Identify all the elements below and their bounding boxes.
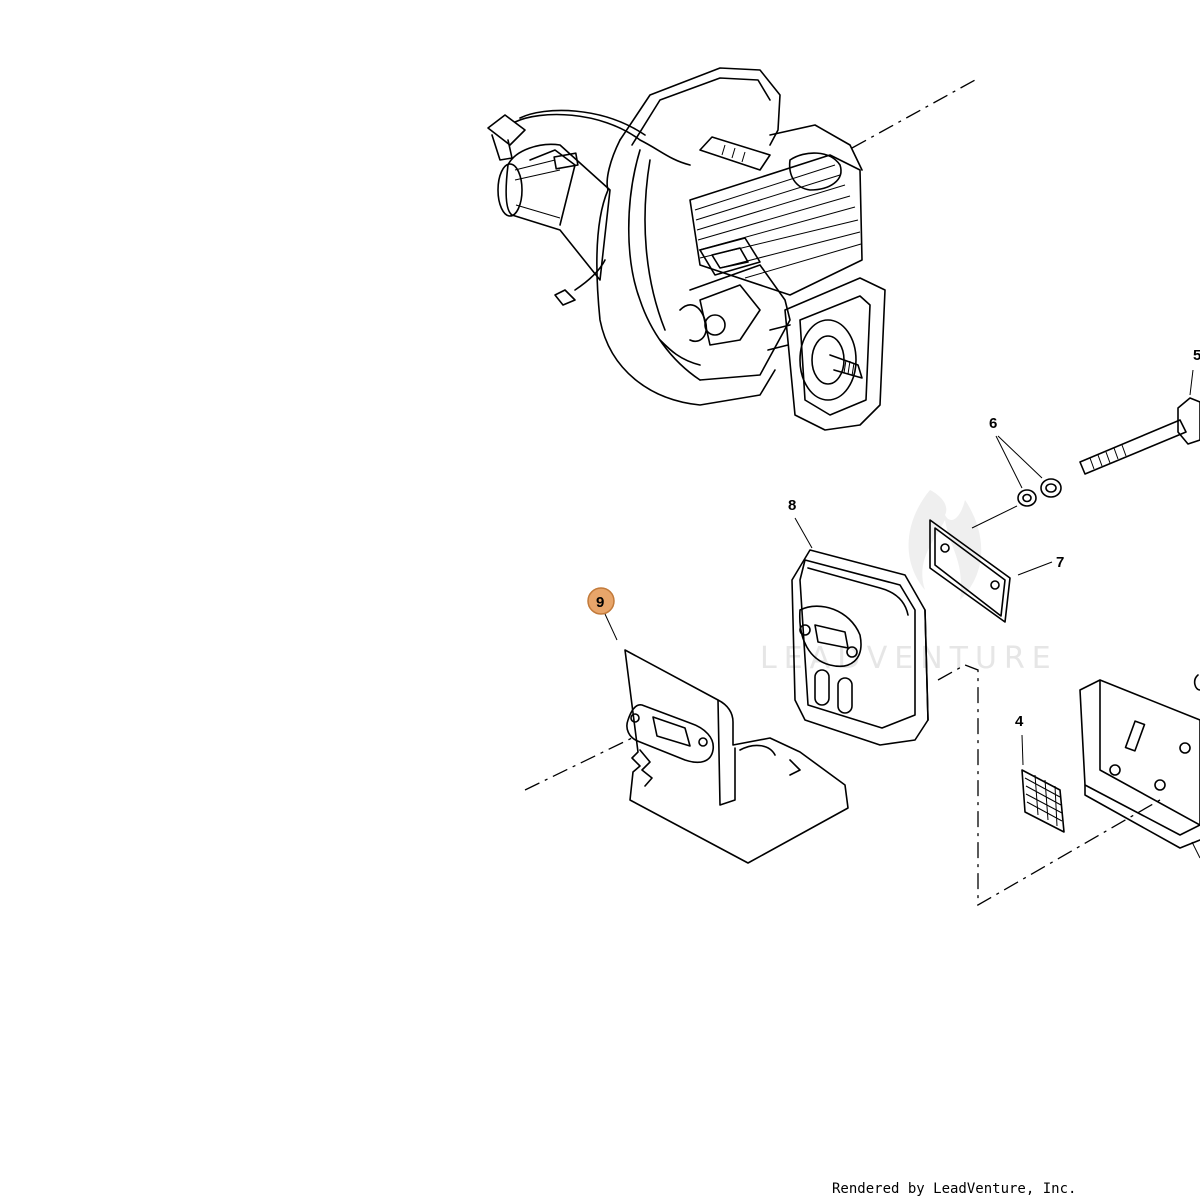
callout-7: 7 (1056, 554, 1064, 571)
part-4-screen: 4 (1015, 713, 1065, 833)
engine-assembly (487, 67, 976, 431)
part-5-bolt: 5 (1079, 347, 1200, 475)
footer-credit: Rendered by LeadVenture, Inc. (832, 1181, 1077, 1197)
watermark-text: LEADVENTURE (760, 641, 1058, 676)
watermark-flame-icon (908, 490, 982, 600)
callout-4: 4 (1015, 713, 1024, 730)
part-8-muffler: 8 (788, 497, 929, 746)
part-7-plate: 7 (929, 505, 1064, 623)
callout-9-highlight[interactable] (587, 587, 615, 615)
watermark: LEADVENTURE (760, 490, 1058, 676)
part-9-heat-shield[interactable]: 9 (524, 587, 849, 864)
callout-9: 9 (596, 594, 604, 611)
callout-8: 8 (788, 497, 796, 514)
assembly-line (937, 664, 1161, 907)
callout-6: 6 (989, 415, 997, 432)
part-6-washers: 6 (989, 415, 1062, 507)
callout-5: 5 (1193, 347, 1200, 364)
part-3-bracket-partial (1079, 674, 1200, 859)
